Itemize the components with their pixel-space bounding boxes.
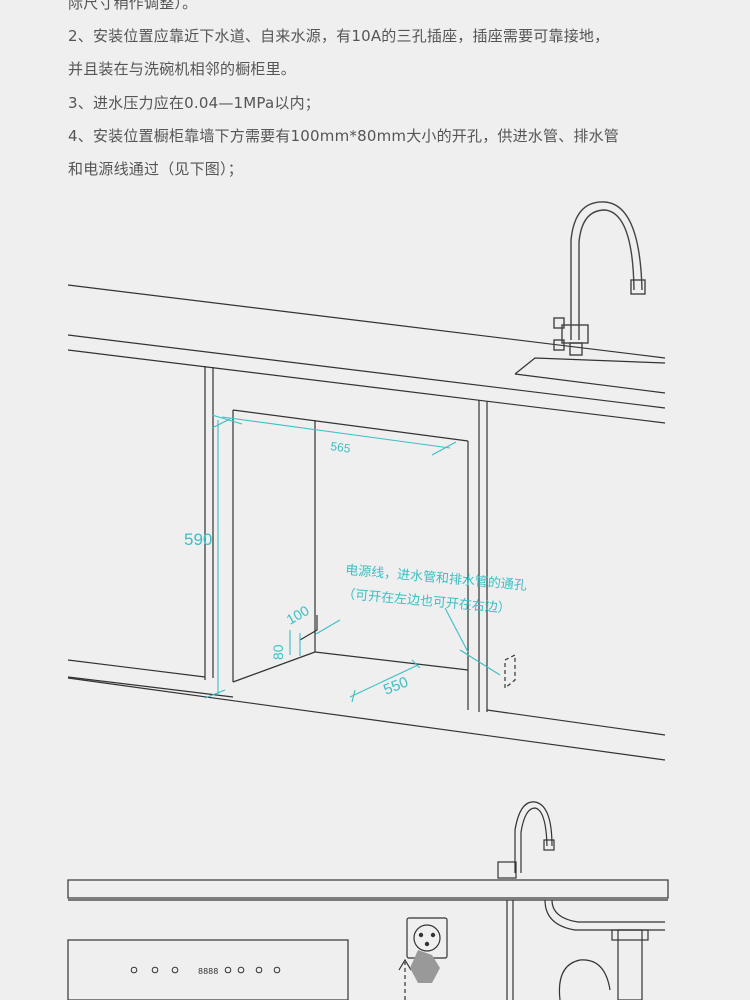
instruction-line-1: 2、安装位置应靠近下水道、自来水源，有10A的三孔插座，插座需要可靠接地， [68, 27, 610, 45]
control-panel: 8888 [130, 966, 281, 976]
cutout-shape [410, 950, 440, 983]
instruction-line-0: 际尺寸稍作调整）。 [68, 0, 198, 12]
button-icon [151, 966, 159, 974]
instruction-line-2: 并且装在与洗碗机相邻的橱柜里。 [68, 60, 297, 78]
button-icon [224, 966, 232, 974]
button-icon [171, 966, 179, 974]
hole-note-line2: （可开在左边也可开在右边） [342, 586, 512, 616]
instruction-line-4: 4、安装位置橱柜靠墙下方需要有100mm*80mm大小的开孔，供进水管、排水管 [68, 127, 620, 145]
dim-width-label: 565 [330, 439, 352, 456]
button-icon [273, 966, 281, 974]
right-hole-outline [504, 654, 516, 690]
dimension-lines [204, 414, 501, 703]
cabinet-lines [67, 284, 666, 761]
dim-hole-width-label: 100 [284, 602, 312, 628]
dim-hole-height-label: 80 [270, 644, 286, 660]
dim-depth-label: 550 [381, 674, 411, 699]
button-icon [237, 966, 245, 974]
panel-display: 8888 [198, 967, 218, 976]
dim-height-label: 590 [184, 530, 212, 549]
instruction-line-3: 3、进水压力应在0.04—1MPa以内； [68, 94, 320, 112]
button-icon [255, 966, 263, 974]
lower-scene [67, 801, 669, 1000]
faucet-icon [553, 201, 646, 356]
instruction-line-5: 和电源线通过（见下图）； [68, 160, 243, 178]
power-icon [130, 966, 138, 974]
